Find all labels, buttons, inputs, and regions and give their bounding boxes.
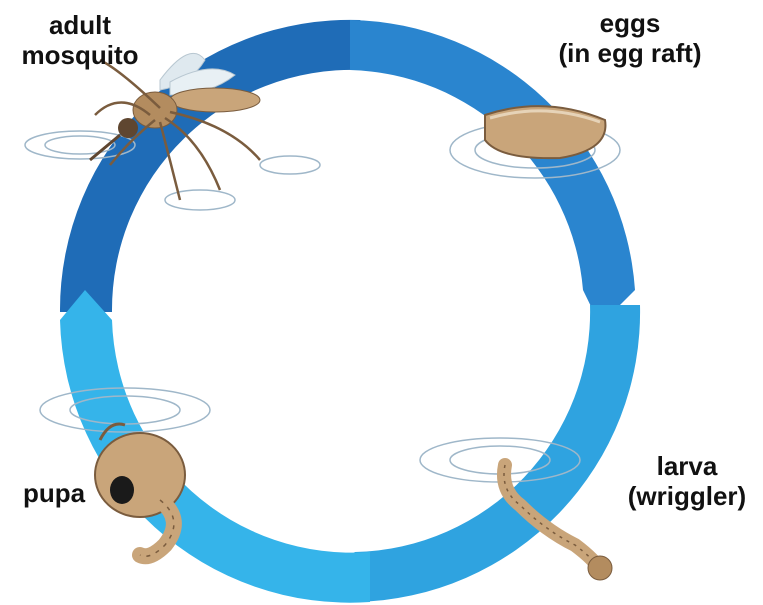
stage-label-adult-line-1: adult — [10, 10, 150, 40]
stage-label-eggs-line-1: eggs — [555, 8, 705, 38]
stage-label-adult-line-2: mosquito — [10, 40, 150, 70]
stage-label-larva-line-2: (wriggler) — [612, 481, 762, 511]
stage-label-pupa-line-1: pupa — [14, 478, 94, 508]
stage-label-pupa: pupa — [14, 478, 94, 508]
stage-label-eggs-line-2: (in egg raft) — [555, 38, 705, 68]
stage-label-adult: adult mosquito — [10, 10, 150, 70]
stage-label-larva-line-1: larva — [612, 451, 762, 481]
stage-label-larva: larva (wriggler) — [612, 451, 762, 511]
stage-label-eggs: eggs (in egg raft) — [555, 8, 705, 68]
